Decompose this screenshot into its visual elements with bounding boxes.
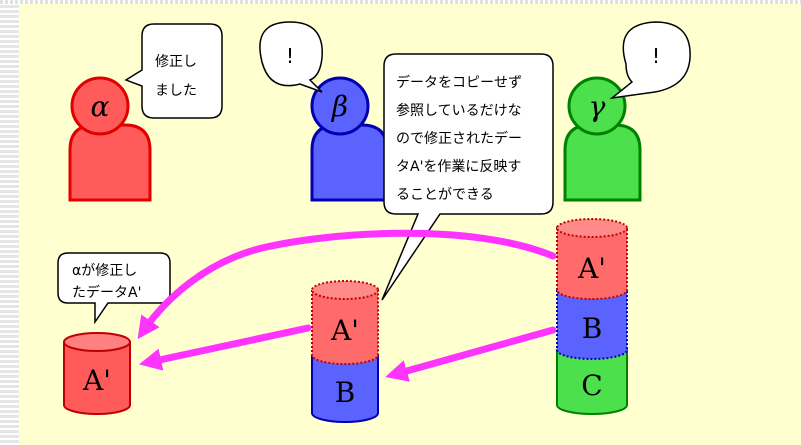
alpha-speech-bubble: 修正し ました bbox=[124, 23, 223, 119]
top-dotted-border bbox=[0, 0, 801, 4]
left-stripe-decoration bbox=[0, 0, 19, 445]
center-note-line-5: ることができる bbox=[396, 187, 494, 203]
cylinder-right-b-label: B bbox=[582, 312, 603, 345]
center-note-line-3: ので修正されたデー bbox=[396, 130, 522, 147]
cylinder-middle-b-label: B bbox=[335, 376, 356, 409]
beta-symbol: β bbox=[331, 90, 348, 123]
gamma-exclaim-bubble: ! bbox=[609, 21, 691, 100]
gamma-symbol: γ bbox=[589, 90, 606, 123]
center-note-line-4: タA'を作業に反映す bbox=[396, 159, 521, 175]
alpha-speech-line-2: ました bbox=[155, 83, 197, 99]
arrow-right-to-middle bbox=[385, 326, 557, 382]
arrows bbox=[137, 229, 557, 382]
cylinder-left: A' bbox=[63, 332, 131, 415]
arrow-middle-to-left bbox=[139, 324, 312, 371]
center-note-line-1: データをコピーせず bbox=[396, 74, 522, 91]
cylinder-right-a-label: A' bbox=[577, 252, 606, 285]
beta-exclaim-bubble: ! bbox=[259, 21, 323, 93]
person-alpha: α bbox=[68, 76, 152, 202]
cylinder-middle-a-label: A' bbox=[330, 314, 359, 347]
alpha-symbol: α bbox=[91, 90, 110, 123]
alpha-speech-line-1: 修正し bbox=[155, 54, 197, 70]
arrow-right-to-left bbox=[137, 229, 557, 340]
center-note-bubble: データをコピーせず 参照しているだけな ので修正されたデー タA'を作業に反映す… bbox=[381, 53, 554, 301]
cylinder-right-c-label: C bbox=[581, 369, 602, 402]
cylinder-middle: B A' bbox=[311, 280, 379, 423]
beta-exclaim-text: ! bbox=[286, 44, 294, 68]
gamma-exclaim-text: ! bbox=[652, 44, 660, 68]
person-gamma: γ bbox=[563, 76, 642, 202]
cylinder-right: C B A' bbox=[556, 218, 628, 415]
cylinder-left-label: A' bbox=[82, 364, 111, 397]
center-note-line-2: 参照しているだけな bbox=[396, 102, 522, 119]
person-beta: β bbox=[310, 76, 389, 202]
alpha-data-note-line-1: αが修正し bbox=[72, 263, 137, 279]
alpha-data-note-bubble: αが修正し たデータA' bbox=[57, 252, 171, 325]
alpha-data-note-line-2: たデータA' bbox=[72, 284, 141, 301]
